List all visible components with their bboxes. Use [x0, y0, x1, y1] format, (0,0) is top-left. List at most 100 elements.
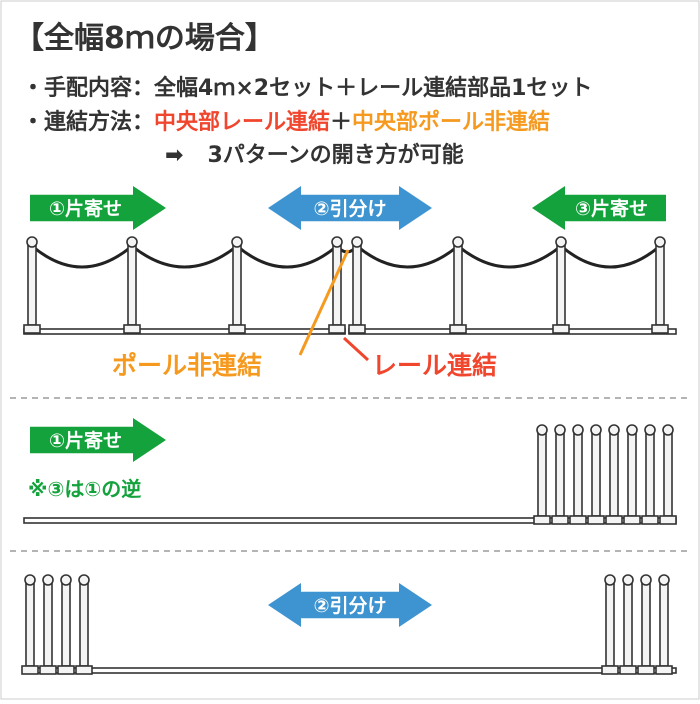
pole-stacked-2-base — [569, 515, 587, 525]
pole-left-2-shaft — [232, 243, 242, 326]
pole-left-0-cap — [26, 236, 38, 248]
pole-split-right-2-shaft — [641, 581, 651, 667]
pole-split-left-3-base — [75, 665, 93, 675]
rail-right-unit — [348, 328, 677, 335]
arrow-split-icon-label: ②引分け — [313, 198, 386, 220]
pole-right-3-shaft — [655, 243, 665, 326]
arrow-right-one-side-icon — [532, 186, 666, 230]
arrow-split-bottom-icon-label: ②引分け — [313, 595, 386, 617]
pole-right-1-base — [449, 324, 467, 334]
pole-stacked-6-base — [641, 515, 659, 525]
chain-left-0 — [31, 244, 133, 269]
callout-rail-connection: レール連結 — [372, 351, 497, 380]
chain-left-2 — [236, 244, 338, 269]
pole-stacked-5-cap — [626, 424, 638, 436]
pole-split-left-2-base — [57, 665, 75, 675]
pole-right-1-shaft — [453, 243, 463, 326]
pole-split-right-2-cap — [640, 574, 652, 586]
pole-stacked-0-cap — [536, 424, 548, 436]
pole-split-right-0-base — [601, 665, 619, 675]
pole-stacked-4-shaft — [609, 431, 619, 517]
pole-split-left-0-shaft — [25, 581, 35, 667]
pole-stacked-1-shaft — [555, 431, 565, 517]
callout-rail-leader — [342, 336, 370, 362]
arrow-one-side-icon-label: ①片寄せ — [49, 429, 122, 452]
pole-left-2-cap — [231, 236, 243, 248]
detail-value-1: 全幅4ｍ×2セット＋レール連結部品1セット — [153, 75, 592, 101]
detail-line-1: ・手配内容：全幅4ｍ×2セット＋レール連結部品1セット — [22, 75, 592, 101]
pole-stacked-4-cap — [608, 424, 620, 436]
pole-stacked-2-cap — [572, 424, 584, 436]
plus-sign: ＋ — [330, 110, 352, 135]
pole-right-1-cap — [452, 236, 464, 248]
pole-left-1-cap — [126, 236, 138, 248]
pole-split-right-0-cap — [604, 574, 616, 586]
chain-right-2 — [560, 244, 661, 269]
pole-split-right-3-cap — [658, 574, 670, 586]
pole-right-0-shaft — [352, 243, 362, 326]
pole-split-left-1-cap — [42, 574, 54, 586]
rail-left-unit — [23, 328, 346, 335]
pole-stacked-6-shaft — [645, 431, 655, 517]
pole-stacked-5-shaft — [627, 431, 637, 517]
arrow-left-one-side-icon — [30, 186, 166, 230]
pole-split-right-2-base — [637, 665, 655, 675]
pole-left-3-shaft — [332, 243, 342, 326]
pole-right-0-base — [348, 324, 366, 334]
reverse-note: ※③は①の逆 — [28, 477, 141, 501]
pole-stacked-4-base — [605, 515, 623, 525]
pole-split-left-2-shaft — [61, 581, 71, 667]
pole-split-right-1-cap — [622, 574, 634, 586]
arrow-split-icon — [268, 186, 432, 230]
pole-right-3-base — [651, 324, 669, 334]
pole-split-left-1-base — [39, 665, 57, 675]
pattern-3-split: ②引分け — [21, 574, 677, 675]
pole-stacked-1-cap — [554, 424, 566, 436]
arrow-split-bottom-icon — [268, 583, 432, 627]
pole-split-left-0-base — [21, 665, 39, 675]
arrow-one-side-icon — [30, 418, 166, 462]
pole-stacked-7-shaft — [663, 431, 673, 517]
pole-left-0-base — [23, 324, 41, 334]
arrow-right-one-side-icon-label: ③片寄せ — [575, 197, 648, 220]
pole-right-0-cap — [351, 236, 363, 248]
pole-left-1-base — [123, 324, 141, 334]
pole-split-right-3-shaft — [659, 581, 669, 667]
pole-split-right-1-shaft — [623, 581, 633, 667]
right-arrow-icon: ➡ — [165, 143, 183, 168]
pole-split-left-0-cap — [24, 574, 36, 586]
detail-label-1: ・手配内容： — [22, 75, 154, 101]
pole-right-3-cap — [654, 236, 666, 248]
pole-stacked-7-base — [659, 515, 677, 525]
pole-stacked-2-shaft — [573, 431, 583, 517]
pole-split-left-3-shaft — [79, 581, 89, 667]
pole-stacked-3-base — [587, 515, 605, 525]
pole-stacked-0-base — [533, 515, 551, 525]
pole-nonconnection-text: 中央部ポール非連結 — [352, 109, 550, 135]
chain-right-1 — [457, 244, 562, 269]
pattern-2-one-side: ①片寄せ — [23, 418, 677, 525]
pole-split-left-3-cap — [78, 574, 90, 586]
pole-split-right-1-base — [619, 665, 637, 675]
pole-split-left-2-cap — [60, 574, 72, 586]
detail-label-2: ・連結方法： — [22, 109, 154, 135]
pole-stacked-7-cap — [662, 424, 674, 436]
pole-right-2-base — [552, 324, 570, 334]
detail-line-3: ➡3パターンの開き方が可能 — [165, 142, 464, 168]
pole-left-0-shaft — [27, 243, 37, 326]
chain-left-1 — [131, 244, 238, 269]
pole-split-right-0-shaft — [605, 581, 615, 667]
detail-line-2: ・連結方法：中央部レール連結＋中央部ポール非連結 — [22, 109, 550, 135]
pole-stacked-3-cap — [590, 424, 602, 436]
pole-stacked-3-shaft — [591, 431, 601, 517]
pole-left-3-base — [328, 324, 346, 334]
callout-pole-nonconnection: ポール非連結 — [112, 351, 262, 380]
rail-split — [23, 667, 677, 674]
pole-left-1-shaft — [127, 243, 137, 326]
pole-split-left-1-shaft — [43, 581, 53, 667]
rail-connection-text: 中央部レール連結 — [154, 109, 330, 135]
